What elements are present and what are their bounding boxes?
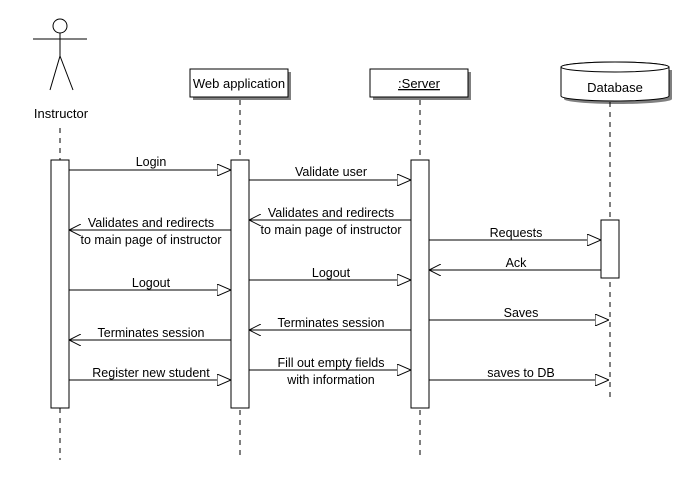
login-message: Login	[136, 155, 167, 169]
webapp-redirect-line2: to main page of instructor	[80, 233, 221, 247]
webapp-participant-box	[189, 68, 291, 100]
webapp-label: Web application	[193, 76, 285, 91]
server-redirect-line1: Validates and redirects	[268, 206, 394, 220]
webapp-terminate-message: Terminates session	[98, 326, 205, 340]
saves-message: Saves	[504, 306, 539, 320]
logout-message-2: Logout	[312, 266, 351, 280]
server-activation-bar	[410, 159, 430, 409]
server-redirect-line2: to main page of instructor	[260, 223, 401, 237]
requests-message: Requests	[490, 226, 543, 240]
saves-to-db-message: saves to DB	[487, 366, 554, 380]
database-activation-bar	[600, 219, 620, 279]
instructor-actor-icon	[33, 18, 87, 91]
database-label: Database	[587, 80, 643, 95]
server-participant-box	[369, 68, 471, 100]
ack-message: Ack	[506, 256, 528, 270]
instructor-activation-bar	[50, 159, 70, 409]
register-message: Register new student	[92, 366, 210, 380]
instructor-label: Instructor	[34, 106, 89, 121]
database-cylinder-icon	[560, 61, 672, 104]
server-terminate-message: Terminates session	[278, 316, 385, 330]
validate-user-message: Validate user	[295, 165, 367, 179]
webapp-activation-bar	[230, 159, 250, 409]
webapp-redirect-line1: Validates and redirects	[88, 216, 214, 230]
logout-message-1: Logout	[132, 276, 171, 290]
fill-out-line2: with information	[286, 373, 375, 387]
server-label: :Server	[398, 76, 441, 91]
fill-out-line1: Fill out empty fields	[278, 356, 385, 370]
